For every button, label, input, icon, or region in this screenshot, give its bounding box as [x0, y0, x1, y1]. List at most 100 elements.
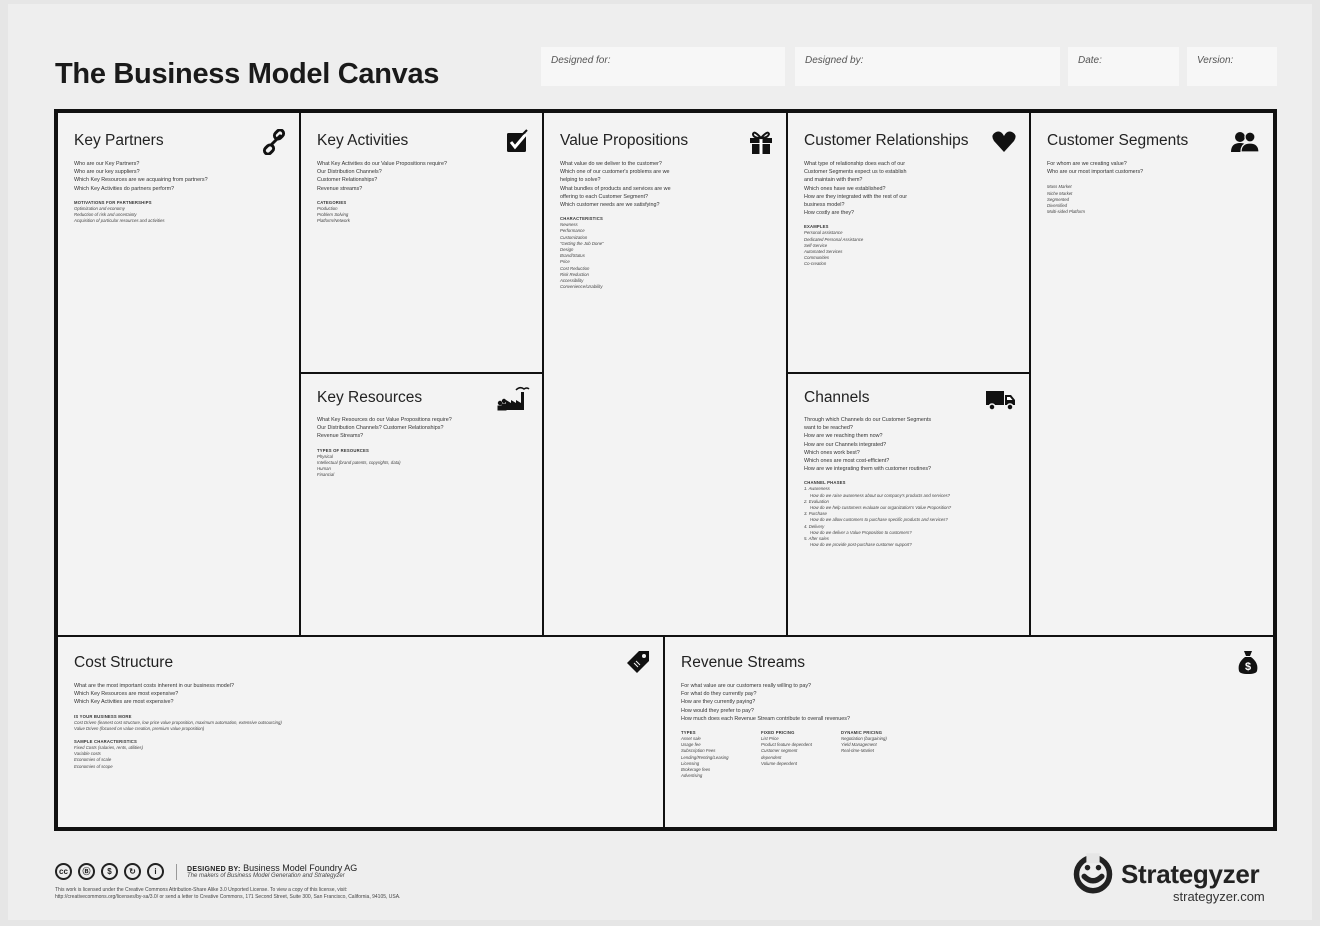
designed-for-field[interactable]: Designed for:	[541, 47, 785, 86]
designed-by-value: Business Model Foundry AG	[243, 863, 358, 873]
question-text: What bundles of products and services ar…	[560, 185, 671, 192]
value-propositions-title: Value Propositions	[560, 132, 689, 149]
question-text: and maintain with them?	[804, 177, 863, 184]
strategyzer-logo[interactable]: Strategyzer	[1071, 850, 1260, 899]
question-text: What type of relationship does each of o…	[804, 161, 905, 167]
question-text: How are we integrating them with custome…	[804, 466, 932, 473]
list-item: Physical	[317, 453, 334, 459]
truck-icon	[985, 386, 1017, 412]
list-item: Customization	[560, 234, 588, 240]
factory-icon	[496, 386, 530, 412]
value-propositions-block[interactable]: Value Propositions What value do we deli…	[544, 113, 786, 635]
channels-block[interactable]: Channels Through which Channels do our C…	[788, 374, 1029, 635]
license-text: This work is licensed under the Creative…	[55, 887, 615, 901]
question-text: For whom are we creating value?	[1047, 161, 1127, 167]
license-line[interactable]: http://creativecommons.org/licenses/by-s…	[55, 894, 401, 900]
list-item: Value Driven (focused on value creation,…	[74, 725, 205, 731]
list-item: Dedicated Personal Assistance	[804, 236, 864, 242]
gift-icon	[748, 129, 774, 155]
sub-heading: CHANNEL PHASES	[804, 480, 846, 486]
strategyzer-url[interactable]: strategyzer.com	[1173, 889, 1265, 904]
sub-heading: EXAMPLES	[804, 224, 829, 230]
strategyzer-logo-text: Strategyzer	[1121, 859, 1260, 889]
designed-by-field[interactable]: Designed by:	[795, 47, 1060, 86]
question-text: What Key Resources do our Value Proposit…	[317, 417, 452, 423]
strategyzer-logo-icon	[1071, 850, 1115, 899]
question-text: want to be reached?	[804, 425, 853, 432]
phase-detail: How do we deliver a Value Proposition to…	[810, 529, 912, 535]
question-text: Which ones work best?	[804, 449, 860, 456]
cc-icon: cc	[55, 863, 72, 880]
list-item: List Price	[761, 736, 779, 742]
phase-label: 2. Evaluation	[804, 498, 829, 504]
designed-by-credit: DESIGNED BY: Business Model Foundry AG	[187, 863, 357, 873]
list-item: Subscription Fees	[681, 748, 716, 754]
key-activities-block[interactable]: Key Activities What Key Activities do ou…	[301, 113, 542, 372]
list-item: Economies of scale	[74, 757, 112, 763]
list-item: Intellectual (brand patents, copyrights,…	[317, 459, 401, 465]
list-item: Price	[560, 259, 570, 265]
list-item: Product feature dependent	[761, 742, 812, 748]
list-item: Economies of scope	[74, 763, 113, 769]
list-item: Performance	[560, 228, 585, 234]
sub-heading: MOTIVATIONS FOR PARTNERSHIPS	[74, 199, 152, 205]
list-item: Optimization and economy	[74, 205, 125, 211]
key-partners-block[interactable]: Key Partners Who are our Key Partners? W…	[58, 113, 299, 635]
question-text: Which ones have we established?	[804, 185, 886, 192]
key-partners-title: Key Partners	[74, 132, 164, 149]
list-item: Design	[560, 247, 574, 253]
customer-segments-title: Customer Segments	[1047, 132, 1189, 149]
list-item: Real-time-Market	[841, 748, 874, 754]
question-text: What are the most important costs inhere…	[74, 683, 235, 689]
page-title: The Business Model Canvas	[55, 58, 440, 90]
list-item: Variable costs	[74, 751, 101, 757]
share-alike-icon: ↻	[124, 863, 141, 880]
cost-structure-block[interactable]: Cost Structure What are the most importa…	[58, 637, 663, 827]
revenue-streams-block[interactable]: Revenue Streams $ For what value are our…	[665, 637, 1273, 827]
license-line: This work is licensed under the Creative…	[55, 887, 348, 893]
question-text: offering to each Customer Segment?	[560, 193, 648, 200]
link-icon	[261, 129, 287, 155]
key-resources-block[interactable]: Key Resources What Key Resources do our …	[301, 374, 542, 635]
question-text: Our Distribution Channels? Customer Rela…	[317, 425, 444, 432]
list-item: Cost Reduction	[560, 265, 590, 271]
sub-heading: SAMPLE CHARACTERISTICS	[74, 739, 138, 745]
list-item: Usage fee	[681, 742, 701, 748]
money-bag-icon: $	[1235, 649, 1261, 675]
list-item: Human	[317, 466, 331, 472]
customer-segments-block[interactable]: Customer Segments For whom are we creati…	[1031, 113, 1273, 635]
revenue-streams-title: Revenue Streams	[681, 654, 806, 671]
list-item: Customer segment	[761, 748, 798, 754]
phase-detail: How do we allow customers to purchase sp…	[810, 517, 948, 523]
question-text: Revenue streams?	[317, 185, 363, 192]
key-activities-title: Key Activities	[317, 132, 409, 149]
question-text: Which Key Resources are most expensive?	[74, 691, 179, 698]
question-text: Who are our key suppliers?	[74, 169, 140, 176]
phase-detail: How do we help customers evaluate our or…	[810, 505, 952, 511]
question-text: How are they currently paying?	[681, 699, 756, 706]
question-text: What Key Activities do our Value Proposi…	[317, 161, 447, 167]
list-item: Niche Market	[1047, 190, 1073, 196]
question-text: Which ones are most cost-efficient?	[804, 458, 890, 465]
price-tag-icon	[625, 649, 651, 675]
version-field[interactable]: Version:	[1187, 47, 1277, 86]
channels-title: Channels	[804, 389, 870, 406]
question-text: What value do we deliver to the customer…	[560, 161, 662, 167]
phase-detail: How do we raise awareness about our comp…	[810, 492, 951, 498]
phase-detail: How do we provide post-purchase customer…	[810, 542, 912, 548]
question-text: Revenue Streams?	[317, 433, 364, 440]
creative-commons-icons: cc Ⓑ $ ↻ i	[55, 863, 164, 880]
list-item: Multi-sided Platform	[1047, 209, 1085, 215]
question-text: How would they prefer to pay?	[681, 707, 754, 714]
list-item: Financial	[317, 472, 335, 478]
list-item: Diversified	[1047, 203, 1068, 209]
date-field[interactable]: Date:	[1068, 47, 1179, 86]
phase-label: 5. After sales	[804, 536, 829, 542]
key-resources-title: Key Resources	[317, 389, 423, 406]
phase-label: 1. Awareness	[804, 486, 830, 492]
business-model-canvas: Key Partners Who are our Key Partners? W…	[54, 109, 1277, 831]
list-item: Licensing	[681, 760, 700, 766]
customer-relationships-block[interactable]: Customer Relationships What type of rela…	[788, 113, 1029, 372]
sub-heading: CHARACTERISTICS	[560, 216, 604, 222]
question-text: Who are our Key Partners?	[74, 161, 140, 167]
